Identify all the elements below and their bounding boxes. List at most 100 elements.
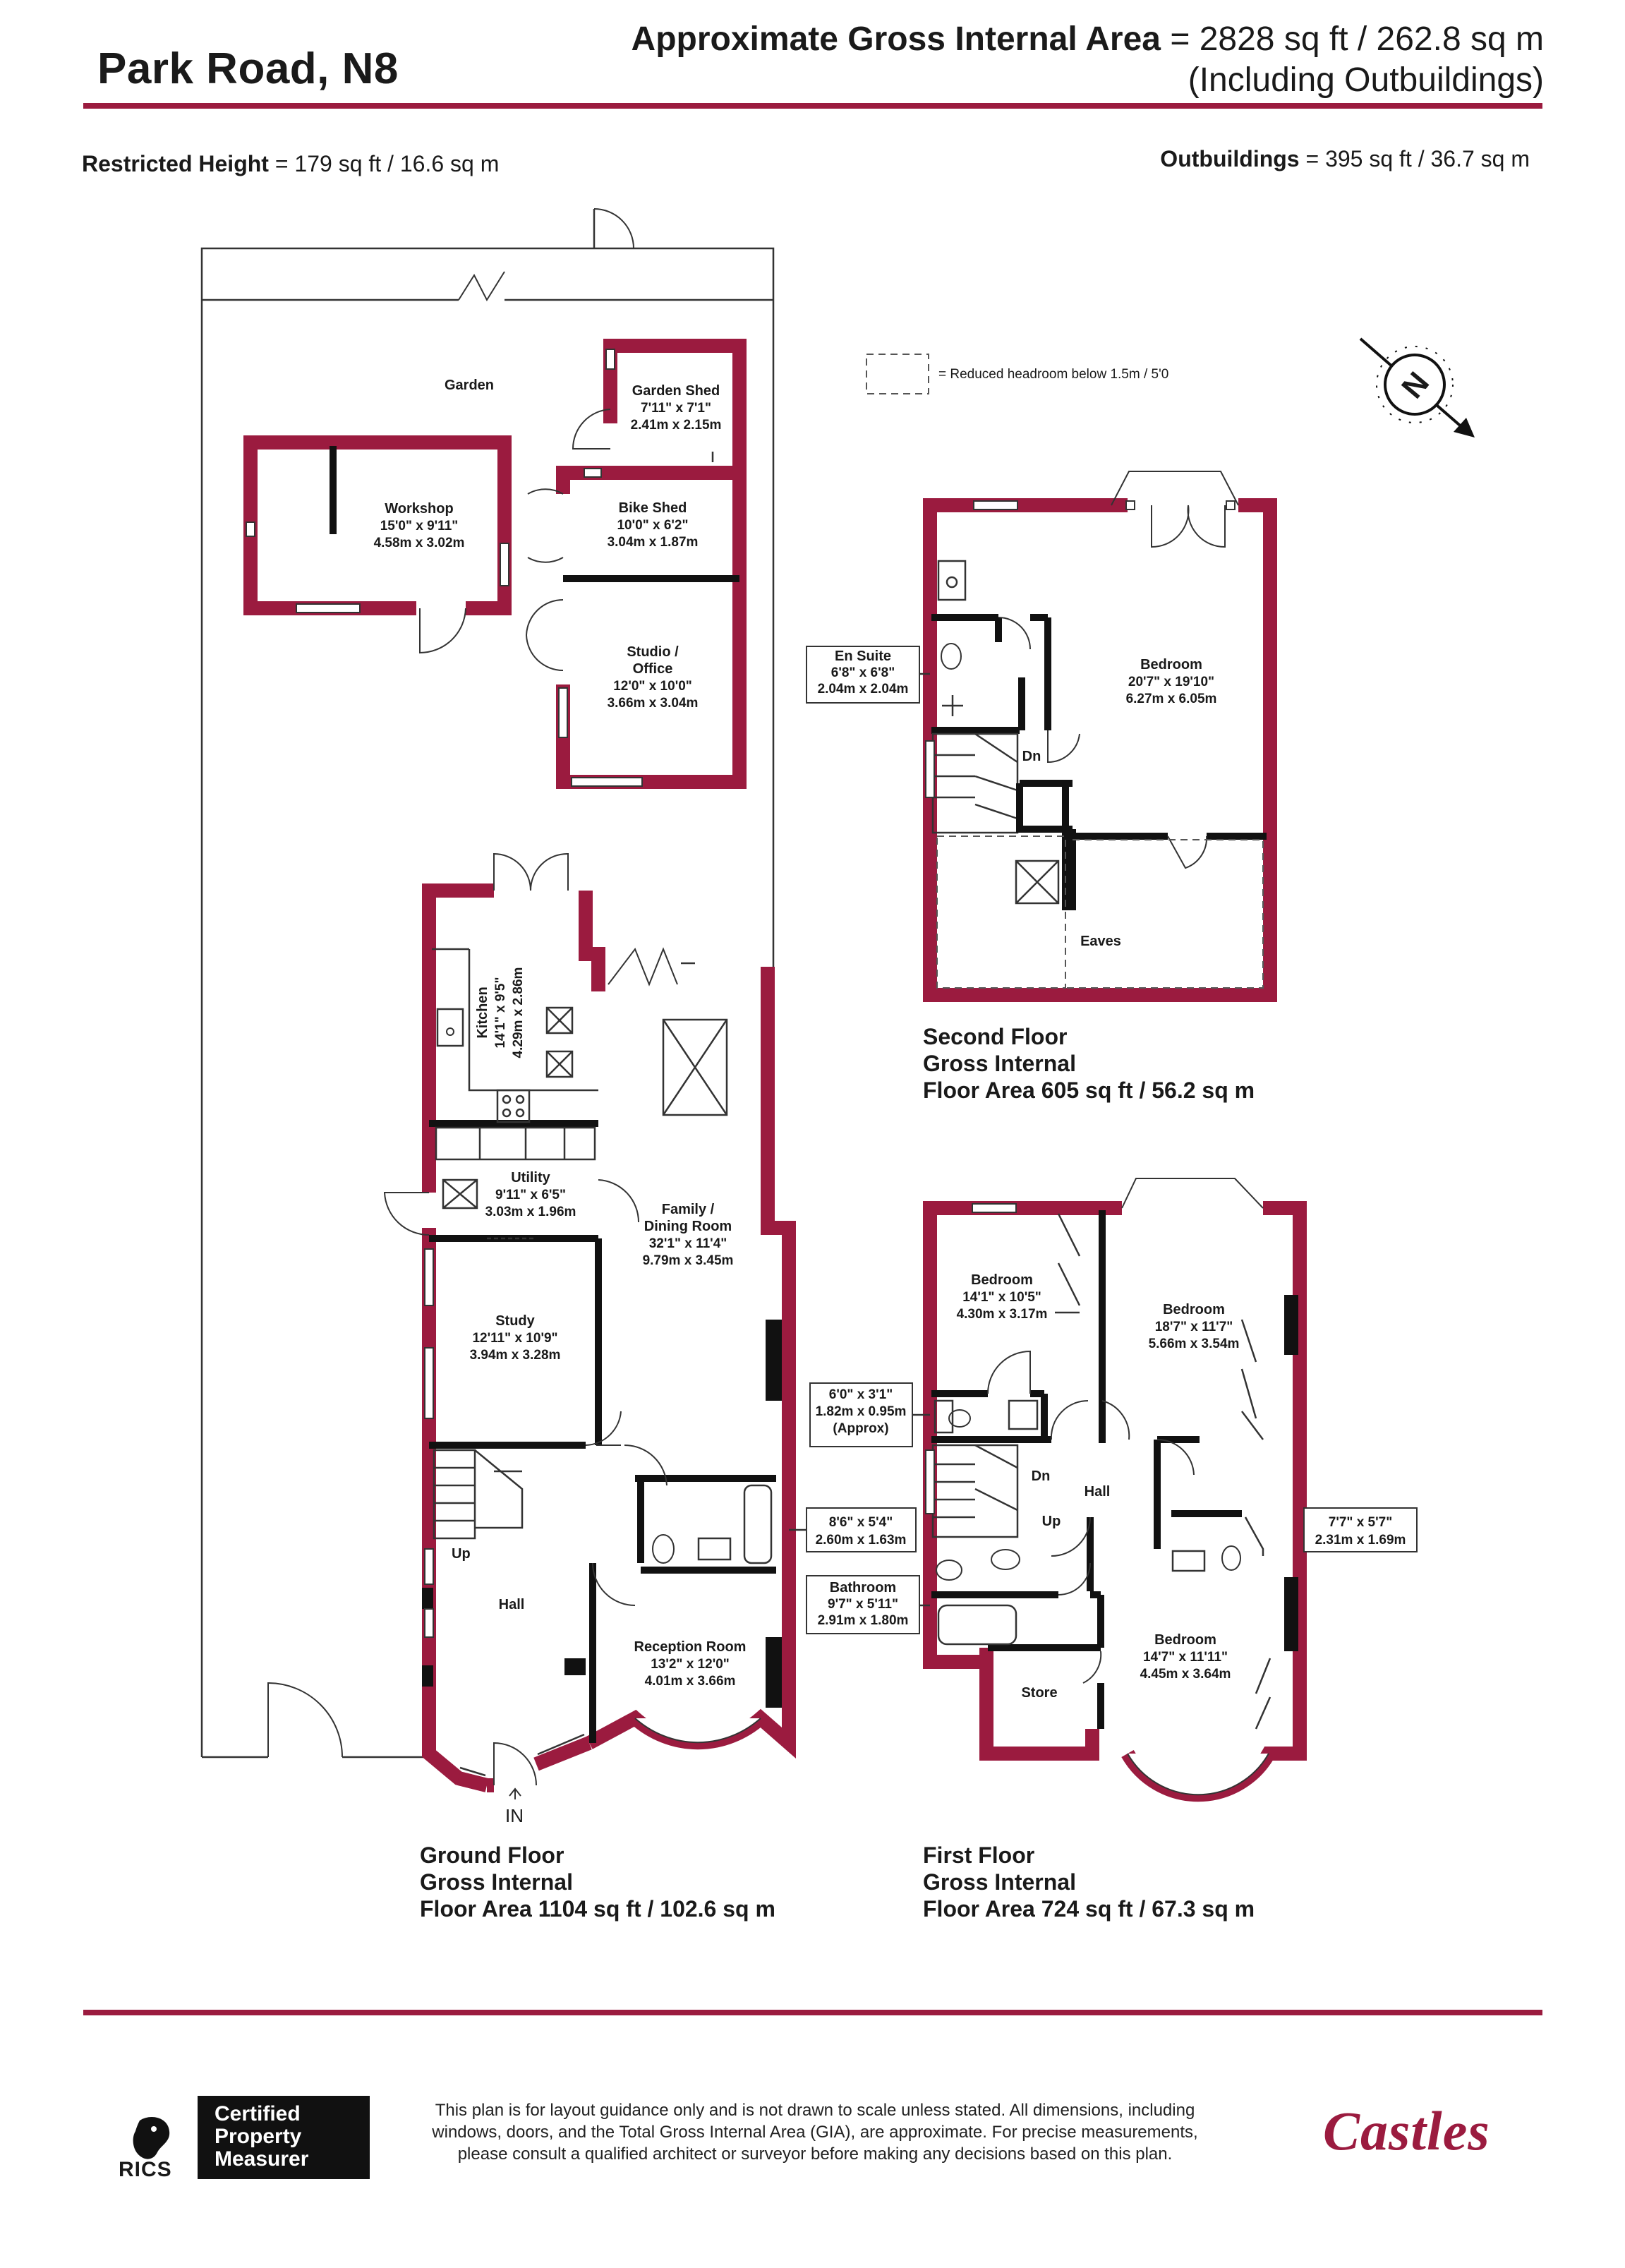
studio-dims-imperial: 12'0" x 10'0" (613, 679, 692, 694)
utility-label: Utility (511, 1170, 550, 1186)
first-wc-approx: (Approx) (833, 1421, 888, 1436)
workshop-dims-metric: 4.58m x 3.02m (374, 536, 465, 550)
first-floor-area-line-2: Gross Internal (923, 1869, 1076, 1895)
outbuildings-label: Outbuildings (1160, 146, 1300, 171)
garden-shed-label: Garden Shed (632, 383, 720, 399)
first-bedroom1-label: Bedroom (971, 1272, 1033, 1288)
studio-label-2: Office (633, 661, 673, 677)
restricted-label: Restricted Height (82, 151, 269, 176)
workshop (243, 435, 512, 654)
first-bedroom3-label: Bedroom (1154, 1632, 1216, 1648)
second-floor-area: Second Floor Gross Internal Floor Area 6… (923, 1023, 1255, 1104)
study-label: Study (495, 1313, 535, 1329)
second-floor-area-line-3: Floor Area 605 sq ft / 56.2 sq m (923, 1078, 1255, 1103)
ground-wc-callout (806, 1507, 917, 1552)
reduced-headroom-swatch (866, 354, 929, 394)
bike-shed-dims-imperial: 10'0" x 6'2" (617, 518, 688, 533)
family-room-dims-metric: 9.79m x 3.45m (643, 1253, 734, 1268)
first-wc-dims-imperial: 6'0" x 3'1" (829, 1387, 893, 1402)
first-bedroom1-dims-metric: 4.30m x 3.17m (957, 1307, 1048, 1322)
restricted-value: = 179 sq ft / 16.6 sq m (268, 151, 500, 176)
ground-stairs-up: Up (452, 1546, 471, 1562)
second-stairs-down: Dn (1022, 749, 1041, 764)
study-dims-metric: 3.94m x 3.28m (470, 1348, 561, 1363)
garden-label: Garden (445, 378, 494, 393)
disclaimer: This plan is for layout guidance only an… (432, 2101, 1198, 2164)
first-floor-area-line-3: Floor Area 724 sq ft / 67.3 sq m (923, 1896, 1255, 1922)
rics-lion-icon (133, 2117, 170, 2159)
study-dims-imperial: 12'11" x 10'9" (472, 1331, 557, 1346)
cpm-line-1: Certified (215, 2102, 301, 2125)
first-bedroom2-dims-metric: 5.66m x 3.54m (1149, 1337, 1240, 1351)
shower-dims-metric: 2.31m x 1.69m (1315, 1533, 1406, 1548)
footer-rule (83, 2010, 1542, 2015)
utility-dims-imperial: 9'11" x 6'5" (495, 1188, 566, 1202)
kitchen-dims-metric: 4.29m x 2.86m (511, 967, 526, 1058)
first-bedroom1-dims-imperial: 14'1" x 10'5" (962, 1290, 1041, 1305)
ground-hall-label: Hall (499, 1597, 525, 1612)
ensuite-dims-imperial: 6'8" x 6'8" (831, 665, 895, 680)
ground-wc-dims-imperial: 8'6" x 5'4" (829, 1515, 893, 1530)
eaves-label: Eaves (1080, 934, 1121, 949)
store-label: Store (1021, 1685, 1057, 1701)
first-wc-callout (809, 1382, 913, 1447)
garden-shed-dims-imperial: 7'11" x 7'1" (641, 401, 711, 416)
kitchen-label: Kitchen (475, 987, 490, 1038)
cpm-line-2: Property (215, 2125, 302, 2148)
bike-shed-studio (526, 466, 747, 789)
kitchen-dims-imperial: 14'1" x 9'5" (493, 977, 508, 1048)
reduced-headroom-legend: = Reduced headroom below 1.5m / 5'0 (938, 367, 1168, 382)
bike-shed-dims-metric: 3.04m x 1.87m (608, 535, 699, 550)
ensuite-dims-metric: 2.04m x 2.04m (818, 682, 909, 696)
shower-callout (1303, 1507, 1418, 1552)
bathroom-dims-metric: 2.91m x 1.80m (818, 1613, 909, 1628)
garden-boundary (200, 208, 775, 1759)
first-stairs-up: Up (1042, 1514, 1061, 1529)
ground-floor-area: Ground Floor Gross Internal Floor Area 1… (420, 1842, 775, 1922)
ensuite-callout (806, 646, 920, 704)
reception-label: Reception Room (634, 1639, 747, 1655)
first-floor-plan (923, 1178, 1307, 1802)
ground-floor-area-line-1: Ground Floor (420, 1842, 564, 1868)
studio-label: Studio / (627, 644, 679, 660)
second-floor-area-line-1: Second Floor (923, 1024, 1068, 1049)
certified-property-measurer-badge: Certified Property Measurer (198, 2096, 370, 2179)
family-room-label: Family / (662, 1202, 715, 1217)
first-bedroom2-label: Bedroom (1163, 1302, 1225, 1317)
header-rule (83, 103, 1542, 109)
outbuildings-area: Outbuildings = 395 sq ft / 36.7 sq m (1160, 146, 1530, 172)
shower-dims-imperial: 7'7" x 5'7" (1329, 1515, 1392, 1530)
castles-logo: Castles (1323, 2100, 1490, 2161)
garden-shed-dims-metric: 2.41m x 2.15m (631, 418, 722, 433)
outbuildings-value: = 395 sq ft / 36.7 sq m (1299, 146, 1530, 171)
gia-value: = 2828 sq ft / 262.8 sq m (1161, 20, 1544, 58)
ensuite-label: En Suite (835, 649, 891, 664)
second-bedroom-dims-imperial: 20'7" x 19'10" (1128, 675, 1214, 689)
ground-floor-area-line-3: Floor Area 1104 sq ft / 102.6 sq m (420, 1896, 775, 1922)
gia-label: Approximate Gross Internal Area (631, 20, 1161, 58)
first-stairs-down: Dn (1032, 1468, 1051, 1484)
ground-floor-plan (383, 852, 796, 1792)
second-bedroom-dims-metric: 6.27m x 6.05m (1126, 692, 1217, 706)
utility-dims-metric: 3.03m x 1.96m (485, 1205, 576, 1219)
workshop-dims-imperial: 15'0" x 9'11" (380, 519, 459, 533)
studio-dims-metric: 3.66m x 3.04m (608, 696, 699, 711)
workshop-label: Workshop (385, 501, 453, 517)
second-floor-area-line-2: Gross Internal (923, 1051, 1076, 1076)
ground-floor-area-line-2: Gross Internal (420, 1869, 573, 1895)
restricted-height: Restricted Height = 179 sq ft / 16.6 sq … (82, 151, 499, 177)
gia-note: (Including Outbuildings) (1188, 61, 1544, 99)
family-room-label-2: Dining Room (644, 1219, 732, 1234)
ground-wc-dims-metric: 2.60m x 1.63m (816, 1533, 907, 1548)
first-hall-label: Hall (1085, 1484, 1111, 1500)
rics-logo: RICS (119, 2158, 172, 2181)
north-compass-icon: N (1359, 337, 1475, 438)
bathroom-label: Bathroom (830, 1580, 896, 1596)
bathroom-dims-imperial: 9'7" x 5'11" (828, 1597, 898, 1612)
first-wc-dims-metric: 1.82m x 0.95m (816, 1404, 907, 1419)
second-floor-plan (923, 471, 1277, 1002)
reception-dims-metric: 4.01m x 3.66m (645, 1674, 736, 1689)
cpm-line-3: Measurer (215, 2147, 309, 2171)
bathroom-callout (806, 1575, 920, 1634)
